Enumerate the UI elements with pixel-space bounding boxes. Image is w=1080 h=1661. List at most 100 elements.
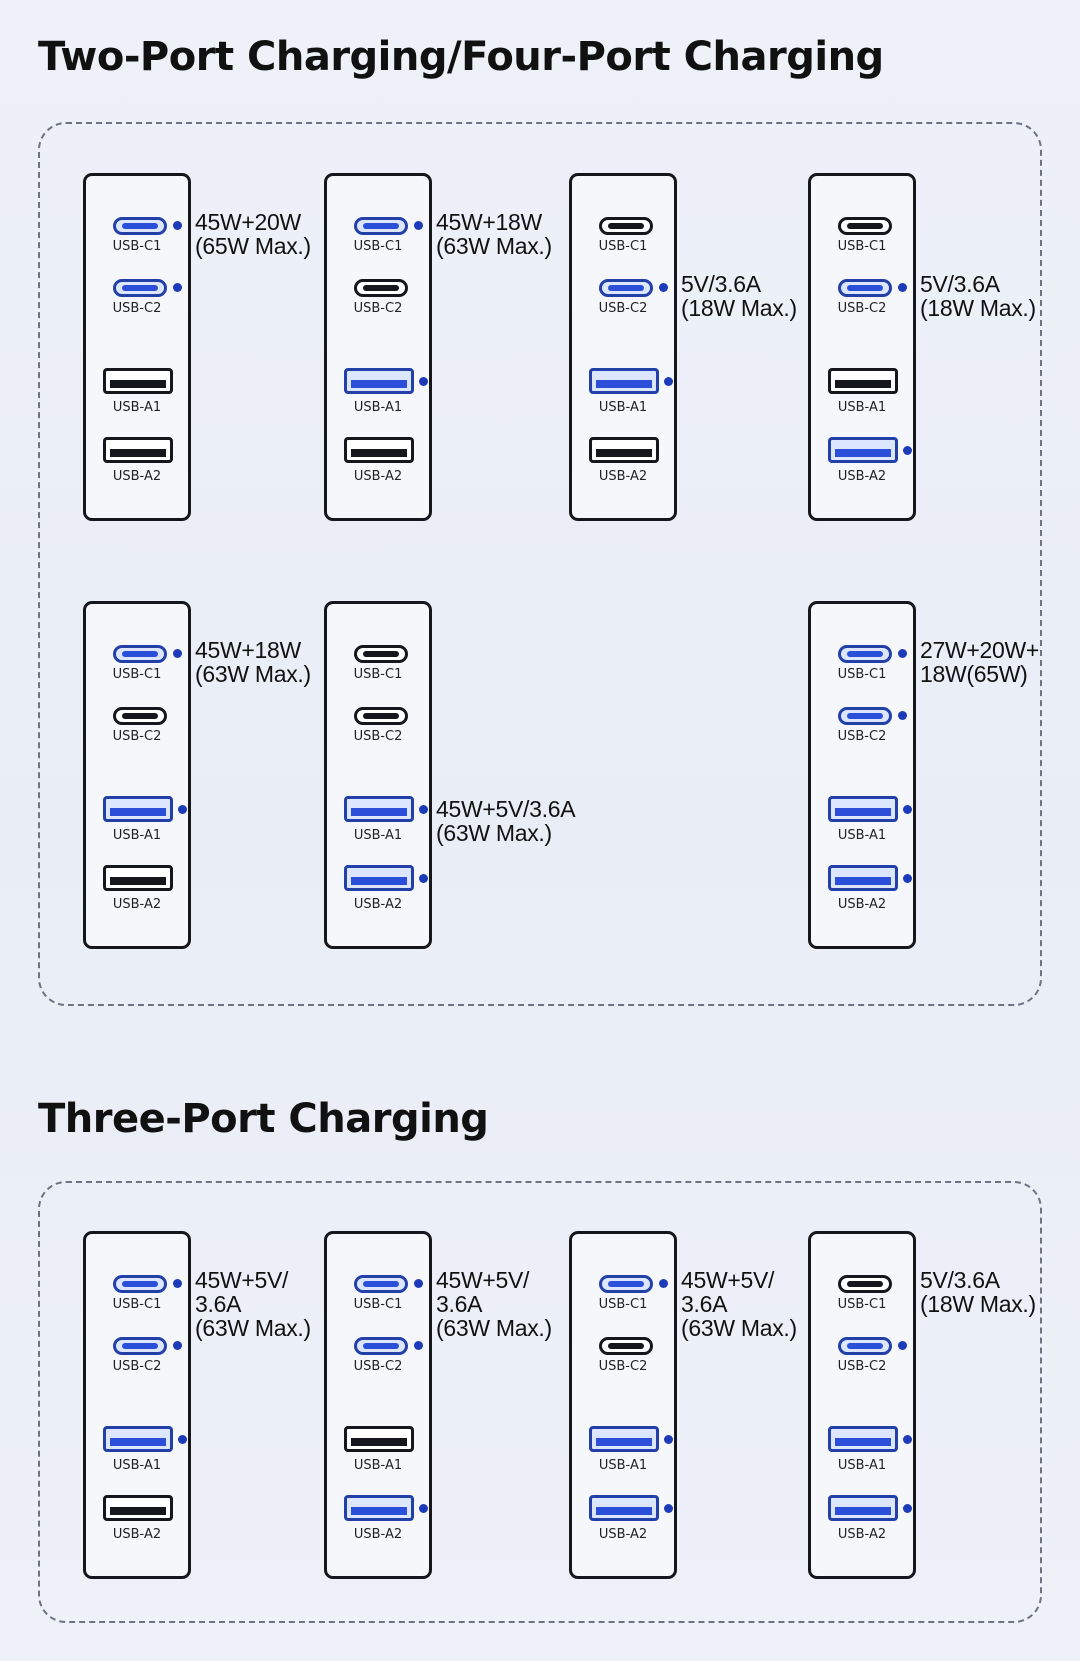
port-usb-c2: USB-C2 — [572, 279, 674, 329]
active-indicator-dot-icon — [664, 1435, 673, 1444]
active-indicator-dot-icon — [898, 649, 907, 658]
port-usb-c1: USB-C1 — [572, 217, 674, 267]
port-usb-a2: USB-A2 — [811, 865, 913, 915]
usb-a-port-icon — [344, 865, 414, 891]
usb-a-port-icon — [828, 1426, 898, 1452]
port-usb-c2: USB-C2 — [572, 1337, 674, 1387]
port-label: USB-C2 — [112, 1359, 162, 1374]
port-label: USB-C2 — [837, 1359, 887, 1374]
port-label: USB-C1 — [112, 667, 162, 682]
port-label: USB-A2 — [112, 897, 162, 912]
usb-a-port-icon — [828, 865, 898, 891]
two-four-port-frame — [38, 122, 1042, 1006]
port-label: USB-A2 — [837, 897, 887, 912]
port-label: USB-A2 — [112, 469, 162, 484]
usb-c-port-icon — [354, 217, 408, 235]
usb-c-port-icon — [838, 279, 892, 297]
active-indicator-dot-icon — [173, 649, 182, 658]
power-spec: 45W+5V/ 3.6A (63W Max.) — [681, 1267, 797, 1341]
active-indicator-dot-icon — [903, 1504, 912, 1513]
active-indicator-dot-icon — [173, 1341, 182, 1350]
port-usb-a2: USB-A2 — [327, 865, 429, 915]
port-usb-c1: USB-C1 — [86, 1275, 188, 1325]
port-label: USB-C2 — [837, 301, 887, 316]
usb-a-port-icon — [344, 1426, 414, 1452]
active-indicator-dot-icon — [173, 221, 182, 230]
port-usb-a2: USB-A2 — [811, 437, 913, 487]
port-label: USB-A1 — [837, 1458, 887, 1473]
active-indicator-dot-icon — [898, 1341, 907, 1350]
active-indicator-dot-icon — [414, 1279, 423, 1288]
port-label: USB-C1 — [112, 239, 162, 254]
port-label: USB-A2 — [837, 469, 887, 484]
port-usb-c2: USB-C2 — [811, 279, 913, 329]
port-usb-c1: USB-C1 — [327, 217, 429, 267]
port-usb-c1: USB-C1 — [572, 1275, 674, 1325]
port-label: USB-C1 — [598, 1297, 648, 1312]
usb-a-port-icon — [103, 368, 173, 394]
power-spec: 27W+20W+ 18W(65W) — [920, 637, 1040, 687]
port-label: USB-C2 — [353, 1359, 403, 1374]
port-usb-c1: USB-C1 — [811, 645, 913, 695]
port-label: USB-A1 — [598, 1458, 648, 1473]
port-label: USB-C2 — [353, 729, 403, 744]
active-indicator-dot-icon — [898, 283, 907, 292]
port-label: USB-A1 — [353, 1458, 403, 1473]
port-usb-c2: USB-C2 — [811, 707, 913, 757]
usb-a-port-icon — [828, 368, 898, 394]
usb-c-port-icon — [599, 1337, 653, 1355]
port-label: USB-A1 — [112, 828, 162, 843]
port-label: USB-C1 — [353, 667, 403, 682]
usb-c-port-icon — [354, 707, 408, 725]
port-usb-a2: USB-A2 — [572, 1495, 674, 1545]
port-usb-a1: USB-A1 — [327, 796, 429, 846]
port-usb-c1: USB-C1 — [86, 645, 188, 695]
active-indicator-dot-icon — [419, 805, 428, 814]
port-label: USB-C2 — [837, 729, 887, 744]
active-indicator-dot-icon — [178, 1435, 187, 1444]
power-spec: 45W+5V/ 3.6A (63W Max.) — [436, 1267, 552, 1341]
port-usb-c1: USB-C1 — [327, 645, 429, 695]
port-usb-a2: USB-A2 — [811, 1495, 913, 1545]
port-usb-a1: USB-A1 — [86, 1426, 188, 1476]
port-usb-a1: USB-A1 — [327, 1426, 429, 1476]
active-indicator-dot-icon — [903, 446, 912, 455]
port-label: USB-A1 — [598, 400, 648, 415]
port-usb-a1: USB-A1 — [327, 368, 429, 418]
port-usb-a2: USB-A2 — [86, 865, 188, 915]
port-label: USB-C2 — [598, 301, 648, 316]
port-label: USB-A2 — [598, 469, 648, 484]
active-indicator-dot-icon — [419, 1504, 428, 1513]
port-label: USB-A2 — [837, 1527, 887, 1542]
section-title-three-port: Three-Port Charging — [38, 1096, 489, 1142]
usb-c-port-icon — [599, 1275, 653, 1293]
usb-c-port-icon — [354, 279, 408, 297]
port-label: USB-C1 — [837, 1297, 887, 1312]
usb-c-port-icon — [838, 1275, 892, 1293]
active-indicator-dot-icon — [903, 1435, 912, 1444]
port-label: USB-C2 — [112, 301, 162, 316]
usb-a-port-icon — [589, 368, 659, 394]
port-label: USB-C2 — [112, 729, 162, 744]
port-usb-a2: USB-A2 — [572, 437, 674, 487]
port-usb-a1: USB-A1 — [86, 796, 188, 846]
usb-a-port-icon — [589, 437, 659, 463]
usb-c-port-icon — [599, 217, 653, 235]
usb-c-port-icon — [113, 1337, 167, 1355]
usb-c-port-icon — [113, 279, 167, 297]
active-indicator-dot-icon — [664, 1504, 673, 1513]
power-spec: 45W+5V/3.6A (63W Max.) — [436, 796, 576, 846]
usb-a-port-icon — [828, 437, 898, 463]
active-indicator-dot-icon — [414, 221, 423, 230]
port-usb-c1: USB-C1 — [86, 217, 188, 267]
usb-c-port-icon — [838, 217, 892, 235]
usb-c-port-icon — [354, 1275, 408, 1293]
port-usb-c2: USB-C2 — [811, 1337, 913, 1387]
port-usb-c2: USB-C2 — [86, 707, 188, 757]
port-label: USB-C1 — [353, 1297, 403, 1312]
power-spec: 5V/3.6A (18W Max.) — [920, 271, 1036, 321]
port-label: USB-A1 — [112, 400, 162, 415]
